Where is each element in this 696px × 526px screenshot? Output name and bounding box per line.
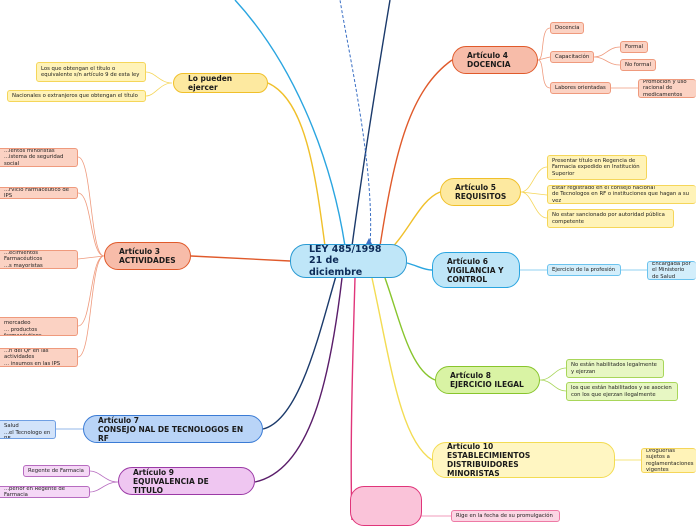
node-act-servicio-ips[interactable]: ...rvicio Farmacéutico de IPS [0, 187, 78, 199]
connector-art3 [190, 255, 291, 262]
node-pueden-titulo[interactable]: Los que obtengan el título o equivalente… [36, 62, 146, 82]
connector-art4 [379, 59, 453, 247]
node-articulo-10-establecimientos[interactable]: Artículo 10 ESTABLECIMIENTOS DISTRIBUIDO… [432, 442, 615, 478]
connector-art9-sub [89, 470, 119, 493]
node-act-mercadeo[interactable]: ...n actividades de mercadeo ... product… [0, 317, 78, 336]
node-docencia[interactable]: Docencia [550, 22, 584, 34]
node-pueden-nacionales[interactable]: Nacionales o extranjeros que obtengan el… [7, 90, 146, 102]
connector-art9 [254, 277, 343, 483]
connector-pueden [267, 82, 326, 247]
node-ministerio-salud-tecnologo[interactable]: ...inisterio de Salud ...el Tecnologo en… [0, 420, 56, 439]
node-capacitacion[interactable]: Capacitación [550, 51, 594, 63]
connector-art6 [406, 262, 433, 271]
connector-top-cyan [234, 0, 346, 247]
node-articulo-8-ejercicio-ilegal[interactable]: Artículo 8 EJERCICIO ILEGAL [435, 366, 540, 394]
node-articulo-7-consejo[interactable]: Artículo 7 CONSEJO NAL DE TECNOLOGOS EN … [83, 415, 263, 443]
node-presentar-titulo[interactable]: Presentar título en Regencia de Farmacia… [547, 155, 647, 180]
node-no-habilitados[interactable]: No están habilitados legalmente y ejerza… [566, 359, 664, 378]
node-act-minoristas[interactable]: ...ientos minoristas ...istema de seguri… [0, 148, 78, 167]
node-formal[interactable]: Formal [620, 41, 648, 53]
node-articulo-4-docencia[interactable]: Artículo 4 DOCENCIA [452, 46, 538, 74]
connector-art4-sub [537, 27, 551, 89]
node-articulo-5-requisitos[interactable]: Artículo 5 REQUISITOS [440, 178, 521, 206]
connector-vigencia [350, 277, 356, 520]
arrow-head [366, 238, 372, 244]
node-promocion-uso-racional[interactable]: Promoción y uso racional de medicamentos [638, 79, 696, 98]
node-droguerias[interactable]: Droguerías sujetos a reglamentaciones vi… [641, 448, 696, 473]
node-act-qf-ips[interactable]: ...n del QF en las actividades ... insum… [0, 348, 78, 367]
node-ejercicio-profesion[interactable]: Ejercicio de la profesión [547, 264, 621, 276]
connector-cap-sub [593, 46, 621, 66]
node-superior-regente[interactable]: ...perior en Regente de Farmacia [0, 486, 90, 498]
connector-top-dashed [339, 0, 372, 247]
node-lo-pueden-ejercer[interactable]: Lo pueden ejercer [173, 73, 268, 93]
central-topic-ley-485[interactable]: LEY 485/1998 21 de diciembre [290, 244, 407, 278]
connector-art8 [384, 277, 436, 381]
node-act-mayoristas[interactable]: ...ecimientos Farmacéuticos ...s mayoris… [0, 250, 78, 269]
node-labores-orientadas[interactable]: Labores orientadas [550, 82, 611, 94]
node-no-sancionado[interactable]: No estar sancionado por autoridad públic… [547, 209, 674, 228]
node-estar-registrado[interactable]: Estar registrado en el consejo nacional … [547, 185, 696, 204]
node-regente-farmacia[interactable]: Regente de Farmacia [23, 465, 90, 477]
connector-art5-sub [520, 166, 548, 219]
node-articulo-9-equivalencia[interactable]: Artículo 9 EQUIVALENCIA DE TITULO [118, 467, 255, 495]
node-habilitados-asocien[interactable]: los que están habilitados y se asocien c… [566, 382, 678, 401]
node-articulo-6-vigilancia[interactable]: Artículo 6 VIGILANCIA Y CONTROL [432, 252, 520, 288]
connector-art8-sub [539, 367, 567, 392]
node-no-formal[interactable]: No formal [620, 59, 656, 71]
connector-pueden-sub [145, 71, 173, 97]
node-encargada-ministerio[interactable]: Encargada por el Ministerio de Salud [647, 261, 696, 280]
connector-art7 [262, 275, 337, 430]
connector-art3-sub [77, 156, 105, 358]
node-rige-promulgacion[interactable]: Rige en la fecha de su promulgación [451, 510, 560, 522]
connector-top-navy [351, 0, 391, 247]
node-articulo-3-actividades[interactable]: Artículo 3 ACTIVIDADES [104, 242, 191, 270]
connector-art10 [371, 277, 433, 461]
connector-art5 [387, 191, 441, 253]
node-vigencia[interactable] [350, 486, 422, 526]
